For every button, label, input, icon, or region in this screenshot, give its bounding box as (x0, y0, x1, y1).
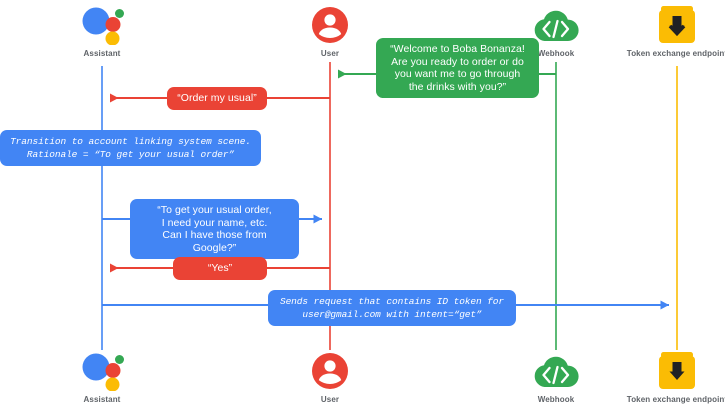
message-yes: “Yes” (173, 257, 267, 280)
message-transition-scene: Transition to account linking system sce… (0, 130, 261, 166)
download-box-icon (617, 350, 725, 392)
actor-assistant-bottom[interactable]: Assistant (42, 350, 162, 405)
person-circle-icon (312, 7, 348, 43)
message-request-name: “To get your usual order, I need your na… (130, 199, 299, 259)
actor-label: Assistant (83, 49, 121, 58)
assistant-dots-icon (82, 7, 124, 45)
google-assistant-icon (42, 4, 162, 46)
actor-webhook-top[interactable]: Webhook (496, 4, 616, 59)
actor-label: User (320, 49, 340, 58)
webhook-cloud-icon (534, 356, 579, 387)
actor-endpoint-top[interactable]: Token exchange endpoint (617, 4, 725, 59)
actor-label: Token exchange endpoint (626, 395, 725, 404)
actor-label: Webhook (537, 395, 575, 404)
message-sends-request: Sends request that contains ID token for… (268, 290, 516, 326)
token-endpoint-icon (659, 6, 695, 43)
download-box-icon (617, 4, 725, 46)
user-avatar-icon (270, 350, 390, 392)
person-circle-icon (312, 353, 348, 389)
message-order-my-usual: “Order my usual” (167, 87, 267, 110)
cloud-code-icon (496, 4, 616, 46)
user-avatar-icon (270, 4, 390, 46)
cloud-code-icon (496, 350, 616, 392)
actor-label: Webhook (537, 49, 575, 58)
actor-assistant-top[interactable]: Assistant (42, 4, 162, 59)
google-assistant-icon (42, 350, 162, 392)
assistant-dots-icon (82, 353, 124, 391)
actor-user-top[interactable]: User (270, 4, 390, 59)
actor-label: User (320, 395, 340, 404)
actor-endpoint-bottom[interactable]: Token exchange endpoint (617, 350, 725, 405)
message-welcome: “Welcome to Boba Bonanza! Are you ready … (376, 38, 539, 98)
actor-user-bottom[interactable]: User (270, 350, 390, 405)
token-endpoint-icon (659, 352, 695, 389)
actor-label: Token exchange endpoint (626, 49, 725, 58)
actor-webhook-bottom[interactable]: Webhook (496, 350, 616, 405)
webhook-cloud-icon (534, 10, 579, 41)
actor-label: Assistant (83, 395, 121, 404)
